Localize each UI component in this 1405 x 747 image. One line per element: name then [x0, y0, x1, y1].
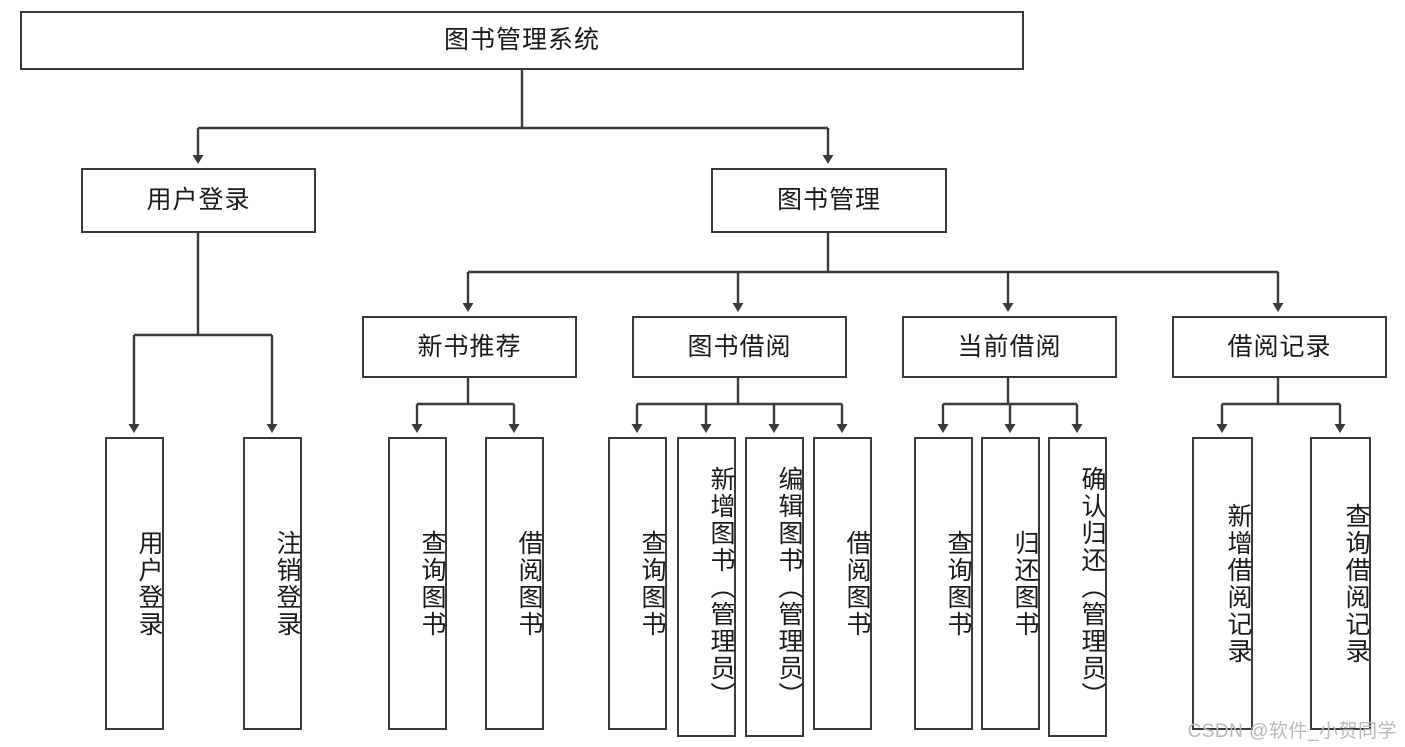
node-root-label: 图书管理系统	[443, 26, 600, 54]
node-new-book-recommend[interactable]: 新书推荐	[362, 316, 577, 378]
node-leaf-add-borrow-record-label: 新增借阅记录	[1224, 502, 1252, 665]
node-new-book-recommend-label: 新书推荐	[417, 332, 522, 361]
node-leaf-add-book-admin[interactable]: 新增图书（管理员）	[677, 437, 736, 737]
node-leaf-query-book-borrow-label: 查询图书	[638, 529, 666, 638]
node-current-borrow-label: 当前借阅	[957, 332, 1062, 361]
node-leaf-logout[interactable]: 注销登录	[243, 437, 302, 730]
node-current-borrow[interactable]: 当前借阅	[902, 316, 1117, 378]
node-leaf-query-book-new-label: 查询图书	[418, 529, 446, 638]
node-user-login[interactable]: 用户登录	[81, 168, 316, 233]
node-leaf-query-book-new[interactable]: 查询图书	[388, 437, 447, 730]
node-leaf-edit-book-admin[interactable]: 编辑图书（管理员）	[745, 437, 804, 737]
node-book-management-label: 图书管理	[776, 186, 881, 214]
node-leaf-add-book-admin-label: 新增图书（管理员）	[707, 465, 735, 709]
node-book-borrow[interactable]: 图书借阅	[632, 316, 847, 378]
node-leaf-borrow-book[interactable]: 借阅图书	[813, 437, 872, 730]
node-leaf-edit-book-admin-label: 编辑图书（管理员）	[775, 465, 803, 709]
watermark: CSDN @软件_小贺同学	[1187, 721, 1397, 742]
node-leaf-confirm-return-admin[interactable]: 确认归还（管理员）	[1048, 437, 1107, 737]
node-borrow-record[interactable]: 借阅记录	[1172, 316, 1387, 378]
node-leaf-confirm-return-admin-label: 确认归还（管理员）	[1078, 465, 1106, 709]
node-leaf-query-book-current-label: 查询图书	[944, 529, 972, 638]
node-user-login-label: 用户登录	[146, 186, 251, 214]
node-leaf-add-borrow-record[interactable]: 新增借阅记录	[1192, 437, 1253, 730]
node-leaf-return-book-label: 归还图书	[1011, 529, 1039, 638]
node-leaf-query-borrow-record[interactable]: 查询借阅记录	[1310, 437, 1371, 730]
node-leaf-query-book-current[interactable]: 查询图书	[914, 437, 973, 730]
node-leaf-borrow-book-label: 借阅图书	[843, 529, 871, 638]
node-leaf-logout-label: 注销登录	[273, 529, 301, 638]
node-book-management[interactable]: 图书管理	[711, 168, 947, 233]
node-leaf-return-book[interactable]: 归还图书	[981, 437, 1040, 730]
node-leaf-query-borrow-record-label: 查询借阅记录	[1342, 502, 1370, 665]
node-borrow-record-label: 借阅记录	[1227, 332, 1332, 361]
node-leaf-user-login-label: 用户登录	[135, 529, 163, 638]
node-root[interactable]: 图书管理系统	[20, 11, 1024, 70]
node-leaf-borrow-book-new[interactable]: 借阅图书	[485, 437, 544, 730]
node-leaf-user-login[interactable]: 用户登录	[105, 437, 164, 730]
node-book-borrow-label: 图书借阅	[687, 332, 792, 361]
node-leaf-borrow-book-new-label: 借阅图书	[515, 529, 543, 638]
node-leaf-query-book-borrow[interactable]: 查询图书	[608, 437, 667, 730]
